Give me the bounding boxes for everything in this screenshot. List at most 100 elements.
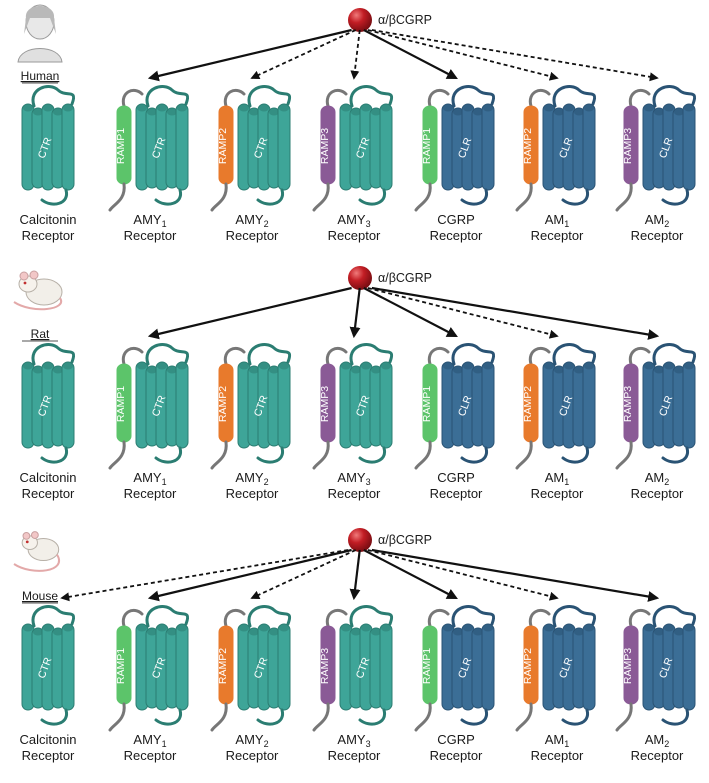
ligand-label: α/βCGRP <box>378 271 432 285</box>
ligand-icon <box>348 8 372 32</box>
receptor-type-label: Receptor <box>430 486 483 501</box>
receptor-name: AMY3 <box>337 212 370 229</box>
receptor-type-label: Receptor <box>328 748 381 763</box>
receptor-name: AMY1 <box>133 212 166 229</box>
receptor-type-label: Receptor <box>531 486 584 501</box>
receptor-type-label: Receptor <box>226 486 279 501</box>
ramp-label: RAMP1 <box>421 648 433 684</box>
extracellular-loop <box>247 343 291 366</box>
ramp-label: RAMP2 <box>522 648 534 684</box>
receptor-type-label: Receptor <box>430 228 483 243</box>
receptor-name: Calcitonin <box>19 732 76 747</box>
receptor-type-label: Receptor <box>531 748 584 763</box>
receptor-type-label: Receptor <box>124 486 177 501</box>
extracellular-loop <box>552 343 596 366</box>
arrow-solid <box>147 28 352 82</box>
extracellular-loop <box>451 343 495 366</box>
human-icon <box>17 4 63 63</box>
arrow-solid <box>363 29 458 80</box>
arrow-dashed <box>250 549 357 600</box>
ligand-label: α/βCGRP <box>378 533 432 547</box>
mouse-icon <box>13 531 60 572</box>
extracellular-loop <box>652 343 696 366</box>
ramp-label: RAMP3 <box>622 128 634 164</box>
extracellular-loop <box>451 605 495 628</box>
receptor-name: AM1 <box>545 470 570 487</box>
ramp-label: RAMP3 <box>319 386 331 422</box>
extracellular-loop <box>451 85 495 108</box>
receptor-name: AM2 <box>645 470 670 487</box>
arrow-dashed <box>367 549 559 601</box>
receptor-type-label: Receptor <box>631 228 684 243</box>
receptor-name: CGRP <box>437 732 475 747</box>
receptor-type-label: Receptor <box>226 748 279 763</box>
extracellular-loop <box>349 343 393 366</box>
receptor-name: AMY3 <box>337 732 370 749</box>
arrow-solid <box>363 287 458 338</box>
receptor-name: Calcitonin <box>19 470 76 485</box>
arrow-solid <box>371 548 660 602</box>
arrow-dashed <box>367 29 559 81</box>
receptor-type-label: Receptor <box>22 228 75 243</box>
ramp-label: RAMP2 <box>217 648 229 684</box>
receptor-type-label: Receptor <box>22 748 75 763</box>
receptor-name: AMY1 <box>133 732 166 749</box>
extracellular-loop <box>145 343 189 366</box>
receptor-type-label: Receptor <box>531 228 584 243</box>
receptor-name: AMY2 <box>235 470 268 487</box>
ligand-icon <box>348 528 372 552</box>
receptor-name: AM1 <box>545 732 570 749</box>
receptor-type-label: Receptor <box>328 486 381 501</box>
ramp-label: RAMP1 <box>115 386 127 422</box>
extracellular-loop <box>652 605 696 628</box>
extracellular-loop <box>652 85 696 108</box>
extracellular-loop <box>247 85 291 108</box>
species-label: Mouse <box>22 589 58 603</box>
ligand-label: α/βCGRP <box>378 13 432 27</box>
extracellular-loop <box>552 85 596 108</box>
arrow-solid <box>363 549 458 600</box>
extracellular-loop <box>31 85 75 108</box>
ramp-label: RAMP3 <box>319 128 331 164</box>
arrow-dashed <box>250 29 357 80</box>
ramp-label: RAMP2 <box>522 386 534 422</box>
receptor-type-label: Receptor <box>124 228 177 243</box>
receptor-name: CGRP <box>437 470 475 485</box>
arrow-solid <box>147 548 352 602</box>
species-label: Rat <box>31 327 50 341</box>
receptor-name: CGRP <box>437 212 475 227</box>
extracellular-loop <box>349 85 393 108</box>
receptor-type-label: Receptor <box>631 748 684 763</box>
ramp-label: RAMP2 <box>522 128 534 164</box>
ramp-label: RAMP2 <box>217 386 229 422</box>
arrow-dashed <box>60 549 349 602</box>
arrow-solid <box>147 286 352 340</box>
arrow-dashed <box>350 29 361 80</box>
ramp-label: RAMP2 <box>217 128 229 164</box>
receptor-name: AMY2 <box>235 732 268 749</box>
receptor-name: Calcitonin <box>19 212 76 227</box>
extracellular-loop <box>145 85 189 108</box>
extracellular-loop <box>31 343 75 366</box>
receptor-type-label: Receptor <box>631 486 684 501</box>
panel-human: Humanα/βCGRPCTRCalcitoninReceptorCTRRAMP… <box>17 4 696 243</box>
receptor-name: AMY2 <box>235 212 268 229</box>
ramp-label: RAMP3 <box>622 386 634 422</box>
arrow-solid <box>349 549 361 601</box>
